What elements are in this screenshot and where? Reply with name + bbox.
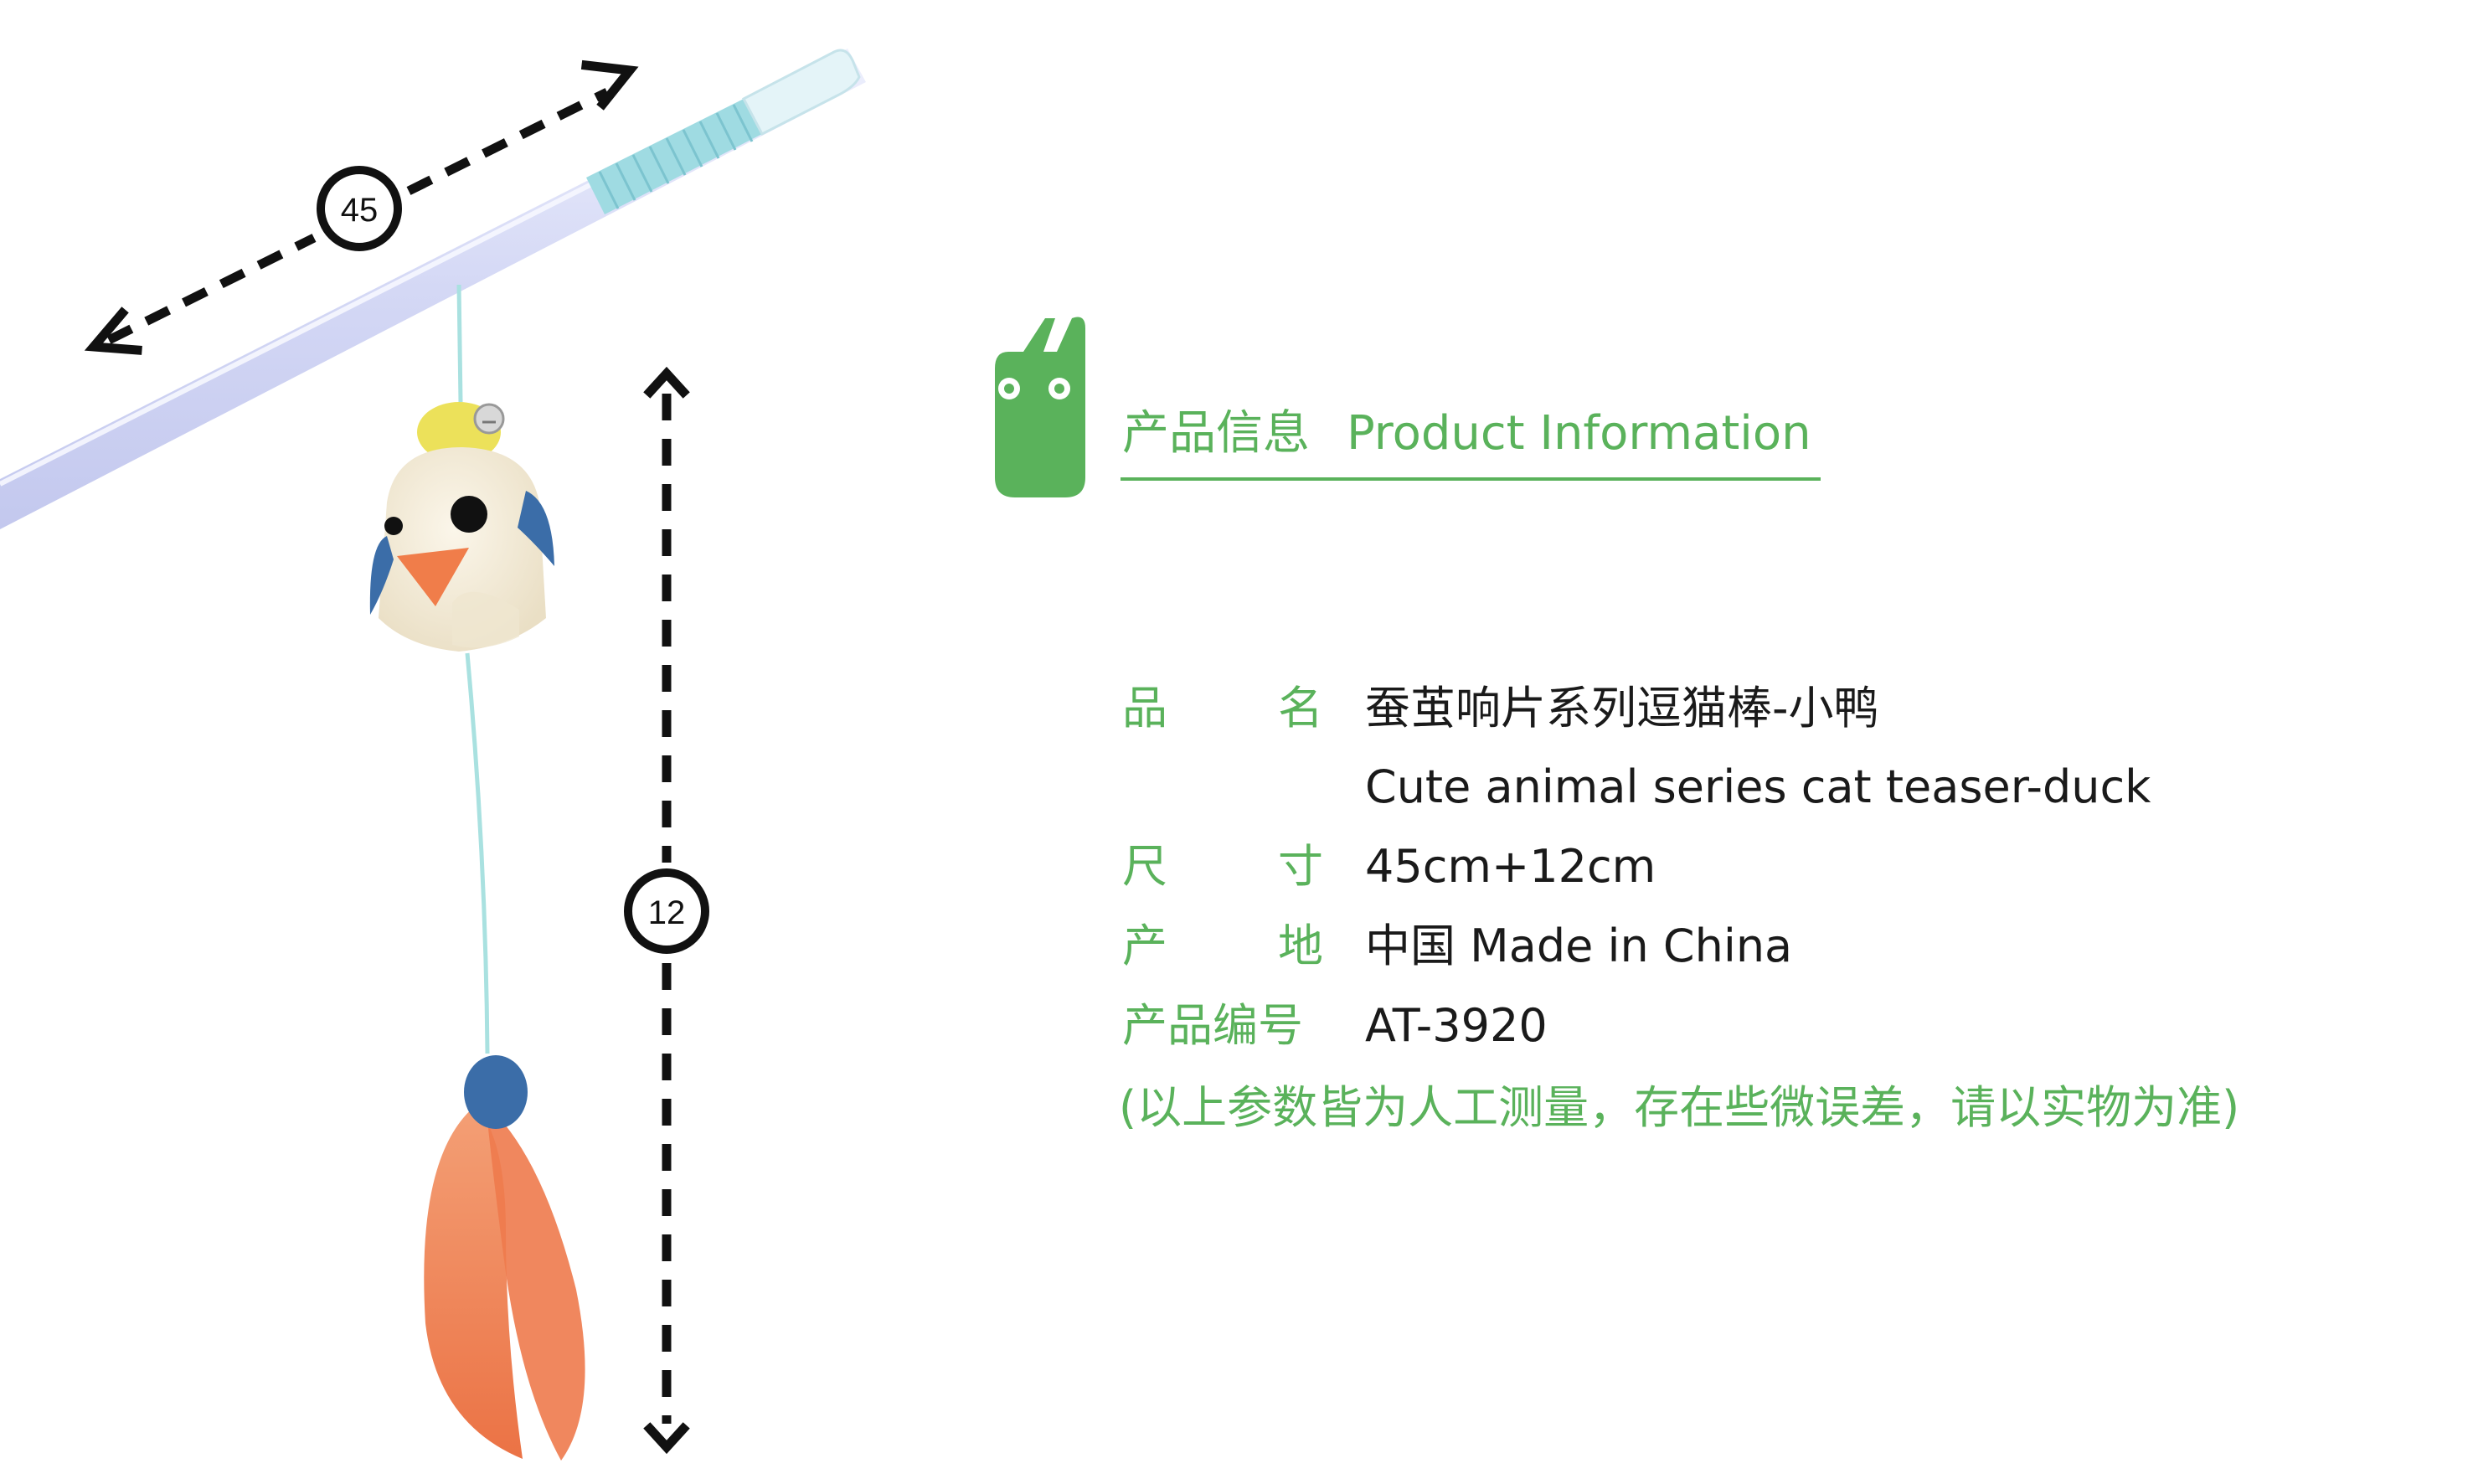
rod-length-dimension: 45 xyxy=(84,59,639,355)
product-info-heading: 产品信息 Product Information xyxy=(1122,400,1811,467)
heading-english: Product Information xyxy=(1347,406,1811,461)
product-name-english-value: Cute animal series cat teaser-duck xyxy=(1365,760,2151,813)
string-length-dimension: 12 xyxy=(624,366,709,1455)
heading-underline xyxy=(1121,477,1821,481)
measurement-note: (以上参数皆为人工测量，存在些微误差，请以实物为准) xyxy=(1119,1081,2240,1134)
product-code-value: AT-3920 xyxy=(1365,999,1548,1052)
teaser-rod xyxy=(0,49,866,529)
size-label: 尺 寸 xyxy=(1122,840,1323,893)
green-rabbit-mascot-icon xyxy=(995,317,1085,497)
duck-toy xyxy=(369,402,554,652)
rod-length-label: 45 xyxy=(341,192,379,229)
product-name-value: 蚕茧响片系列逗猫棒-小鸭 xyxy=(1365,682,1879,734)
origin-value: 中国 Made in China xyxy=(1365,920,1793,972)
feather-tail xyxy=(424,1055,585,1461)
product-name-label: 品 名 xyxy=(1122,682,1323,734)
product-code-label: 产品编号 xyxy=(1122,999,1303,1052)
teaser-string xyxy=(456,284,490,1054)
heading-chinese: 产品信息 xyxy=(1122,406,1310,461)
string-length-label: 12 xyxy=(648,894,686,931)
size-value: 45cm+12cm xyxy=(1365,840,1656,893)
origin-label: 产 地 xyxy=(1122,920,1323,972)
